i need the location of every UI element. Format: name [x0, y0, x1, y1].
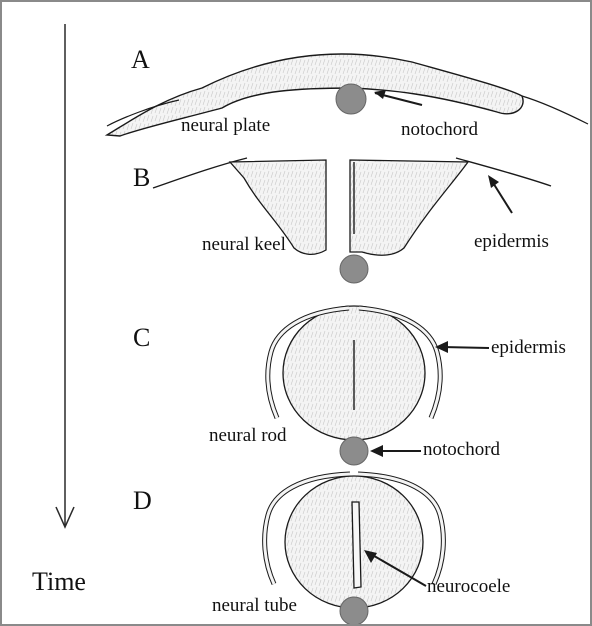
panel-a-shapes: [107, 54, 588, 136]
time-label: Time: [32, 569, 86, 595]
panel-b-notochord: [340, 255, 368, 283]
label-c-notochord: notochord: [423, 440, 500, 459]
panel-d-notochord: [340, 597, 368, 624]
panel-c-notochord: [340, 437, 368, 465]
label-neurocoele: neurocoele: [427, 577, 510, 596]
panel-label-c: C: [133, 325, 150, 351]
panel-label-d: D: [133, 488, 152, 514]
panel-a-notochord: [336, 84, 366, 114]
panel-label-b: B: [133, 165, 150, 191]
label-neural-plate: neural plate: [181, 116, 270, 135]
panel-a-epidermis-right: [522, 96, 588, 124]
label-b-epidermis: epidermis: [474, 232, 549, 251]
panel-label-a: A: [131, 47, 150, 73]
time-arrow: [56, 24, 74, 527]
panel-b-shapes: [153, 158, 551, 283]
panel-d-neurocoele: [352, 502, 361, 588]
label-c-epidermis: epidermis: [491, 338, 566, 357]
label-neural-tube: neural tube: [212, 596, 297, 615]
label-a-notochord: notochord: [401, 120, 478, 139]
label-neural-keel: neural keel: [202, 235, 286, 254]
panel-c-epidermis-arrow: [442, 347, 489, 348]
panel-b-epidermis-right: [456, 158, 551, 186]
label-neural-rod: neural rod: [209, 426, 287, 445]
